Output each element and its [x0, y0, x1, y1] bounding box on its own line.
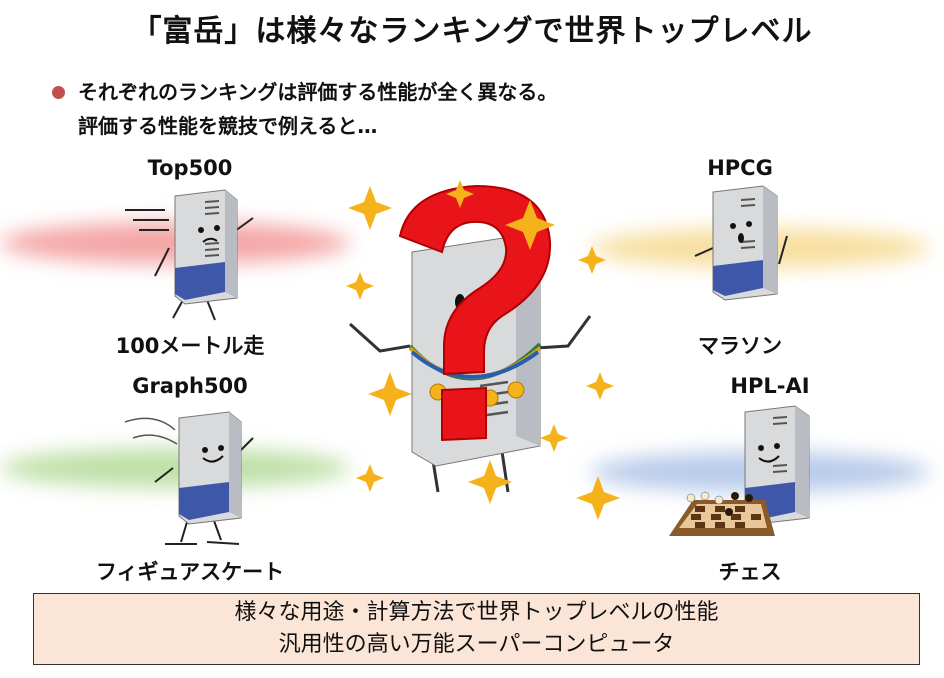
- server-character-icon: [669, 405, 810, 536]
- server-character-icon: [124, 411, 254, 545]
- sparkle-icon: [346, 180, 620, 520]
- ranking-graph500-sport: フィギュアスケート: [95, 560, 285, 584]
- chess-board-icon: [669, 491, 775, 536]
- bullet-line-1: それぞれのランキングは評価する性能が全く異なる。: [78, 80, 558, 104]
- ranking-top500-sport: 100メートル走: [115, 334, 265, 358]
- summary-line-1: 様々な用途・計算方法で世界トップレベルの性能: [234, 600, 719, 625]
- server-character-icon: [125, 189, 254, 321]
- ranking-hplai-name: HPL-AI: [730, 374, 810, 398]
- server-character-icon: [694, 185, 788, 301]
- page-title: 「富岳」は様々なランキングで世界トップレベル: [131, 14, 813, 49]
- ranking-top500-name: Top500: [147, 156, 233, 180]
- question-mark-icon: [398, 184, 552, 442]
- question-mark-character: [348, 184, 592, 493]
- glow-green: [0, 448, 350, 488]
- ranking-hplai-sport: チェス: [718, 560, 782, 584]
- summary-box: 様々な用途・計算方法で世界トップレベルの性能 汎用性の高い万能スーパーコンピュー…: [33, 593, 920, 665]
- bullet-dot-icon: [52, 86, 65, 99]
- summary-line-2: 汎用性の高い万能スーパーコンピュータ: [278, 632, 675, 657]
- ranking-hpcg-name: HPCG: [707, 156, 773, 180]
- ranking-graph500-name: Graph500: [132, 374, 248, 398]
- ranking-hpcg-sport: マラソン: [698, 334, 782, 358]
- bullet-line-2: 評価する性能を競技で例えると…: [78, 114, 378, 138]
